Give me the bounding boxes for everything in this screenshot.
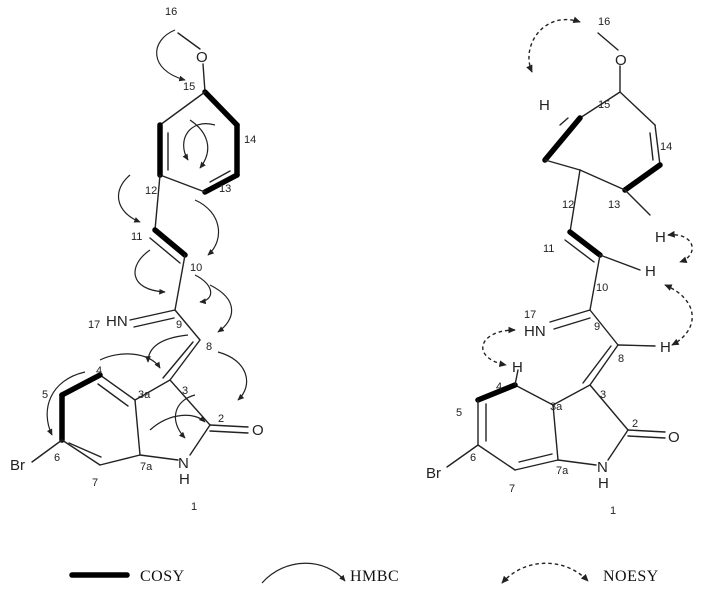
position-10: 10 — [190, 262, 202, 274]
position-1-right: 1 — [610, 505, 616, 517]
position-17: 17 — [88, 319, 100, 331]
position-15: 15 — [183, 81, 195, 93]
methoxy-oxygen: O — [196, 49, 208, 66]
position-1: 1 — [191, 501, 197, 513]
indole-nh-hydrogen-right: H — [598, 475, 609, 492]
methoxy-oxygen-right: O — [615, 52, 627, 69]
position-5: 5 — [42, 389, 48, 401]
position-11: 11 — [131, 231, 142, 243]
position-6-right: 6 — [470, 452, 476, 464]
position-8-right: 8 — [618, 353, 624, 365]
position-4-right: 4 — [496, 381, 502, 393]
position-12-right: 12 — [562, 199, 574, 211]
position-9: 9 — [176, 319, 182, 331]
indole-nitrogen-right: N — [597, 459, 608, 476]
h13-hydrogen-right: H — [655, 229, 666, 246]
position-2: 2 — [218, 413, 224, 425]
imine-nh-right: HN — [524, 323, 546, 340]
imine-nh: HN — [106, 313, 128, 330]
position-15-right: 15 — [598, 99, 610, 111]
position-7a-right: 7a — [556, 465, 569, 477]
position-3a-right: 3a — [550, 401, 563, 413]
h10-hydrogen-right: H — [645, 263, 656, 280]
position-14: 14 — [244, 134, 256, 146]
legend-noesy-swatch — [501, 562, 589, 584]
structure-left-labels: 16 O 15 14 13 12 11 10 9 17 HN 8 4 3a 3 … — [10, 6, 264, 513]
bromine-right: Br — [426, 465, 441, 482]
position-2-right: 2 — [632, 418, 638, 430]
carbonyl-oxygen: O — [252, 422, 264, 439]
legend-noesy-label: NOESY — [603, 568, 659, 585]
position-7-right: 7 — [509, 483, 515, 495]
position-17-right: 17 — [524, 309, 536, 321]
legend-hmbc-label: HMBC — [350, 568, 399, 585]
h8-hydrogen-right: H — [660, 339, 671, 356]
position-4: 4 — [96, 365, 102, 377]
structure-right-labels: 16 O 15 H 14 12 13 H 11 H 10 17 HN 9 H 8… — [426, 16, 680, 517]
indole-nitrogen: N — [178, 455, 189, 472]
legend-hmbc-swatch — [261, 562, 346, 584]
indole-nh-hydrogen: H — [179, 471, 190, 488]
position-16-right: 16 — [598, 16, 610, 28]
structure-left — [31, 29, 249, 466]
position-3a: 3a — [138, 389, 151, 401]
position-11-right: 11 — [543, 243, 554, 255]
structure-right — [446, 16, 693, 471]
position-13: 13 — [219, 183, 231, 195]
ring-hydrogen-right: H — [539, 97, 550, 114]
carbonyl-oxygen-right: O — [668, 429, 680, 446]
position-3: 3 — [182, 385, 188, 397]
h4-hydrogen-right: H — [512, 359, 523, 376]
position-3-right: 3 — [600, 389, 606, 401]
bromine: Br — [10, 457, 25, 474]
position-13-right: 13 — [608, 199, 620, 211]
position-10-right: 10 — [596, 282, 608, 294]
position-7a: 7a — [140, 461, 153, 473]
position-14-right: 14 — [660, 141, 672, 153]
position-5-right: 5 — [456, 407, 462, 419]
position-12: 12 — [145, 185, 157, 197]
legend-cosy-label: COSY — [140, 568, 185, 585]
position-16: 16 — [165, 6, 177, 18]
position-8: 8 — [206, 341, 212, 353]
position-9-right: 9 — [594, 321, 600, 333]
legend: COSY HMBC NOESY — [69, 562, 659, 585]
position-6: 6 — [54, 452, 60, 464]
position-7: 7 — [92, 477, 98, 489]
